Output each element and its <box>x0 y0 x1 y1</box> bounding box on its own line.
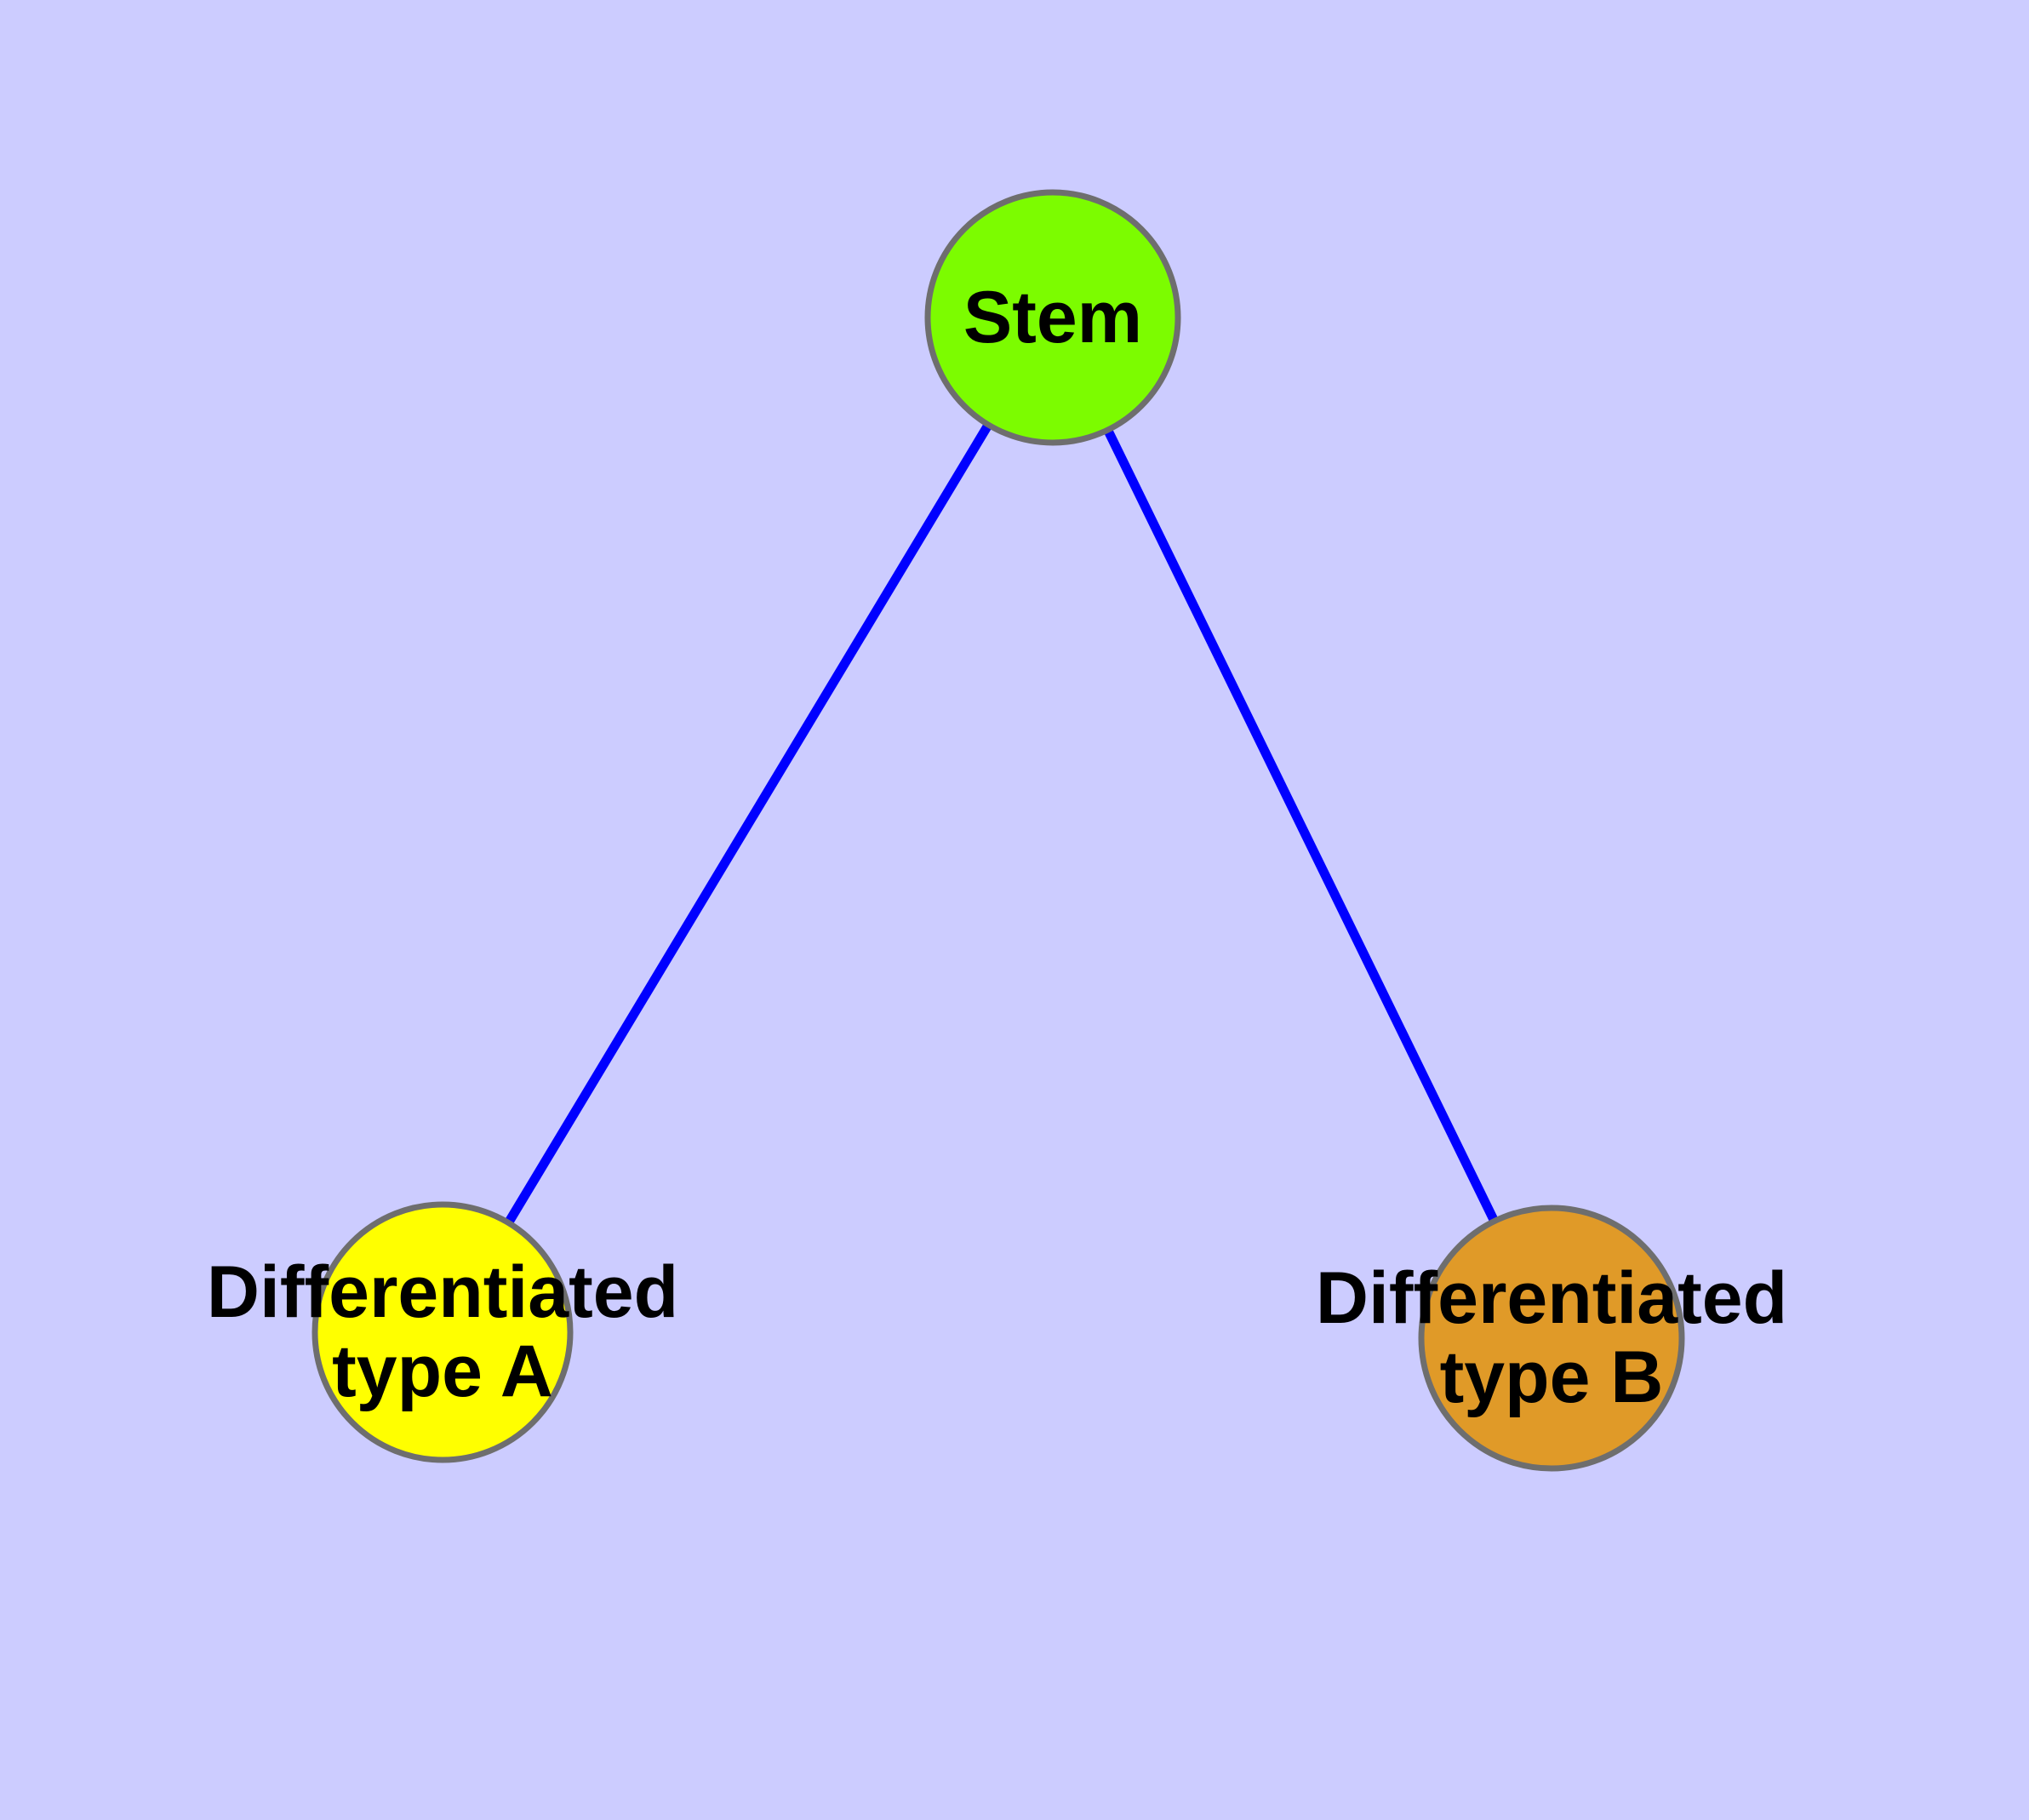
edge-stem-to-differentiated-type-a <box>505 423 992 1224</box>
node-differentiated-type-a[interactable] <box>311 1201 574 1463</box>
node-differentiated-type-b[interactable] <box>1418 1205 1685 1472</box>
edge-stem-to-differentiated-type-b <box>1104 429 1498 1222</box>
node-layer <box>311 189 1685 1472</box>
edge-layer <box>505 423 1498 1224</box>
node-stem[interactable] <box>924 189 1181 446</box>
